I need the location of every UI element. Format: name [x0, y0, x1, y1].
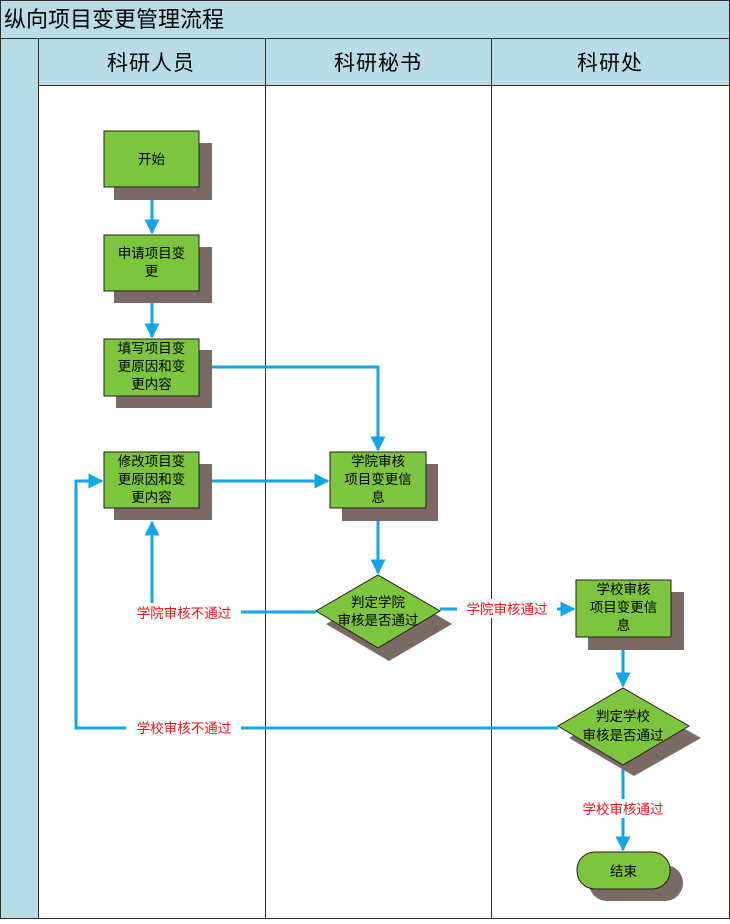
- node-fill-reason-line-3: 更内容: [131, 376, 172, 393]
- node-end[interactable]: 结束: [576, 851, 683, 901]
- node-fill-reason-line-1: 填写项目变: [118, 341, 186, 357]
- node-fill-reason[interactable]: 填写项目变 更原因和变 更内容: [103, 338, 212, 408]
- node-school-review-line-3: 息: [617, 617, 631, 634]
- arrow-college-fail-to-modify: [144, 520, 316, 614]
- node-school-decision-line-2: 审核是否通过: [583, 728, 664, 744]
- node-start-line-1: 开始: [138, 152, 165, 168]
- node-college-decision[interactable]: 判定学院 审核是否通过: [315, 574, 452, 661]
- node-apply-line-1: 申请项目变: [118, 246, 186, 262]
- node-college-review[interactable]: 学院审核 项目变更信 息: [329, 451, 438, 521]
- left-band: [0, 38, 38, 919]
- label-school-pass: 学校审核通过: [583, 801, 664, 818]
- node-modify-reason-line-1: 修改项目变: [118, 454, 186, 470]
- node-school-review[interactable]: 学校审核 项目变更信 息: [575, 579, 684, 650]
- node-school-review-line-1: 学校审核: [597, 581, 651, 598]
- lane-header-band: [38, 38, 730, 86]
- node-apply[interactable]: 申请项目变 更: [103, 234, 212, 303]
- lane-header-researcher: 科研人员: [107, 51, 195, 75]
- node-college-review-line-1: 学院审核: [351, 454, 405, 470]
- node-modify-reason-line-3: 更内容: [131, 489, 172, 506]
- node-college-review-line-2: 项目变更信: [344, 472, 412, 488]
- node-school-decision[interactable]: 判定学校 审核是否通过: [557, 687, 701, 776]
- arrow-school-fail-to-modify: [74, 473, 558, 730]
- node-college-decision-line-2: 审核是否通过: [338, 613, 419, 629]
- node-college-review-line-3: 息: [371, 489, 385, 506]
- label-school-fail: 学校审核不通过: [137, 720, 232, 737]
- label-college-fail: 学院审核不通过: [137, 606, 232, 622]
- node-apply-line-2: 更: [145, 264, 159, 280]
- lane-header-research-office: 科研处: [577, 51, 643, 75]
- node-end-line-1: 结束: [610, 864, 638, 880]
- label-college-pass: 学院审核通过: [467, 602, 548, 618]
- node-modify-reason-line-2: 更原因和变: [118, 472, 186, 488]
- node-modify-reason[interactable]: 修改项目变 更原因和变 更内容: [103, 451, 212, 520]
- node-fill-reason-line-2: 更原因和变: [118, 359, 186, 375]
- arrow-fill-to-college-review: [199, 365, 386, 452]
- node-school-review-line-2: 项目变更信: [590, 600, 658, 616]
- title-band: [0, 0, 730, 38]
- page-title: 纵向项目变更管理流程: [4, 8, 224, 33]
- node-college-decision-line-1: 判定学院: [351, 595, 405, 611]
- lane-header-secretary: 科研秘书: [334, 51, 422, 75]
- node-start[interactable]: 开始: [103, 130, 212, 200]
- node-school-decision-line-1: 判定学校: [596, 708, 650, 725]
